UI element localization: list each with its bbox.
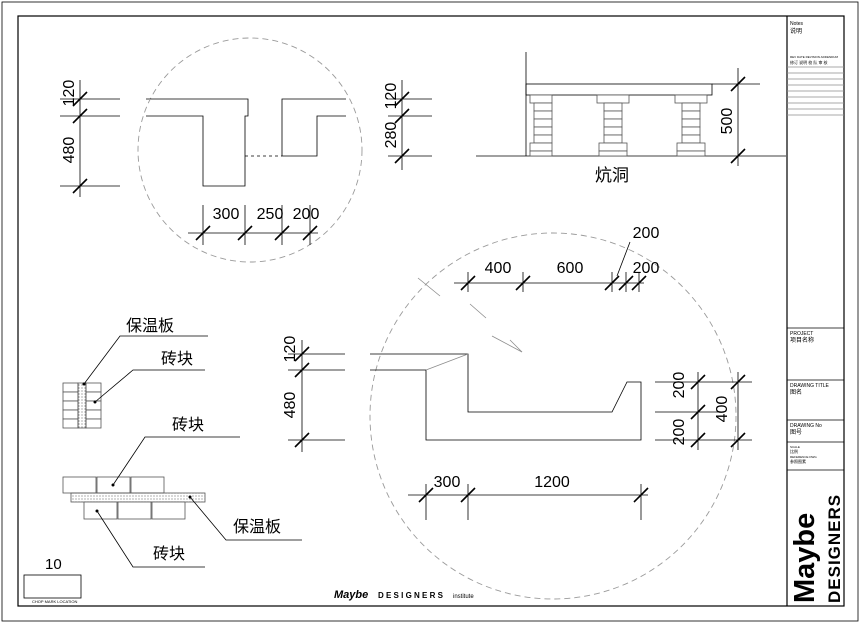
brick-label: 砖块 [153,545,185,563]
dim-300-label: 300 [213,206,240,223]
scale-label: SCALE [790,445,800,449]
scale-label-cn: 比例 [790,448,798,454]
detail-1-right-beam [281,98,346,157]
drawing-no-label-cn: 图号 [790,429,802,436]
title-block: Notes 说明 REV DATE REVISION ADDENDUM 修订 说… [786,16,844,606]
brand-logo: Maybe [789,513,821,603]
brick-label: 砖块 [161,350,193,368]
dim-200-label: 200 [633,225,660,242]
kang-hole-label: 炕洞 [595,166,629,185]
dim-1200-label: 1200 [534,474,570,491]
notes-label-cn: 说明 [790,27,802,35]
floor-insulation-layer [70,492,206,503]
detail-3-section [370,353,642,441]
reference-label-cn: 参照图素 [790,458,806,464]
dim-480-label: 480 [282,392,299,419]
dim-200-label: 200 [671,419,688,446]
chop-mark-box [23,574,82,599]
detail-2-kang-hole: 炕洞 120 280 500 [383,52,786,185]
inner-border [17,15,845,607]
revision-header: REV DATE REVISION ADDENDUM [790,55,838,59]
insulation-layer [77,382,87,429]
footer-institute: institute [453,594,474,600]
insulation-board-label: 保温板 [126,317,174,335]
dim-200-label: 200 [671,372,688,399]
dim-400-label: 400 [485,260,512,277]
detail-1-left-beam [146,98,249,187]
project-label: PROJECT [790,331,813,337]
brick-label: 砖块 [172,416,204,434]
detail-1-circle [137,37,363,263]
chop-mark-caption: CHOP MARK LOCATION [32,599,78,604]
detail-3-circle [369,232,737,600]
drawing-no-label: DRAWING No [790,423,822,429]
dim-200-label: 200 [293,206,320,223]
insulation-board-label: 保温板 [233,518,281,536]
dim-120-label: 120 [282,336,299,363]
project-label-cn: 项目名称 [790,336,814,344]
dim-300-label: 300 [434,474,461,491]
dim-400-label: 400 [714,396,731,423]
dim-120-label: 120 [61,80,78,107]
dim-250-label: 250 [257,206,284,223]
brick-pier-middle [596,94,630,157]
dim-120-label: 120 [383,83,400,110]
page-number: 10 [45,556,62,573]
dim-200-label: 200 [633,260,660,277]
drawing-title-label-cn: 图名 [790,388,802,396]
drawing-title-label: DRAWING TITLE [790,383,830,389]
brand-logo-sub: DESIGNERS [825,494,844,603]
brick-pier-right [674,94,708,157]
revision-header-cn: 修订 说明 校 队 审 核 [790,59,828,65]
wall-bricks [62,382,102,429]
dim-280-label: 280 [383,122,400,149]
detail-3: 400 600 200 200 120 480 200 200 400 [282,225,752,600]
dim-500-label: 500 [719,108,736,135]
footer-designers: D E S I G N E R S [378,591,444,600]
footer-brand: Maybe [334,589,368,601]
notes-label: Notes [790,21,804,27]
reference-label: REFERENCE DWG [790,455,817,459]
detail-1: 120 480 300 250 200 [60,37,363,263]
brick-pier-left [529,94,553,157]
detail-5-floor-section: 砖块 保温板 砖块 [62,416,302,568]
kang-slab [525,83,713,96]
dim-480-label: 480 [61,137,78,164]
detail-4-wall-section: 保温板 砖块 [62,317,208,429]
dim-600-label: 600 [557,260,584,277]
